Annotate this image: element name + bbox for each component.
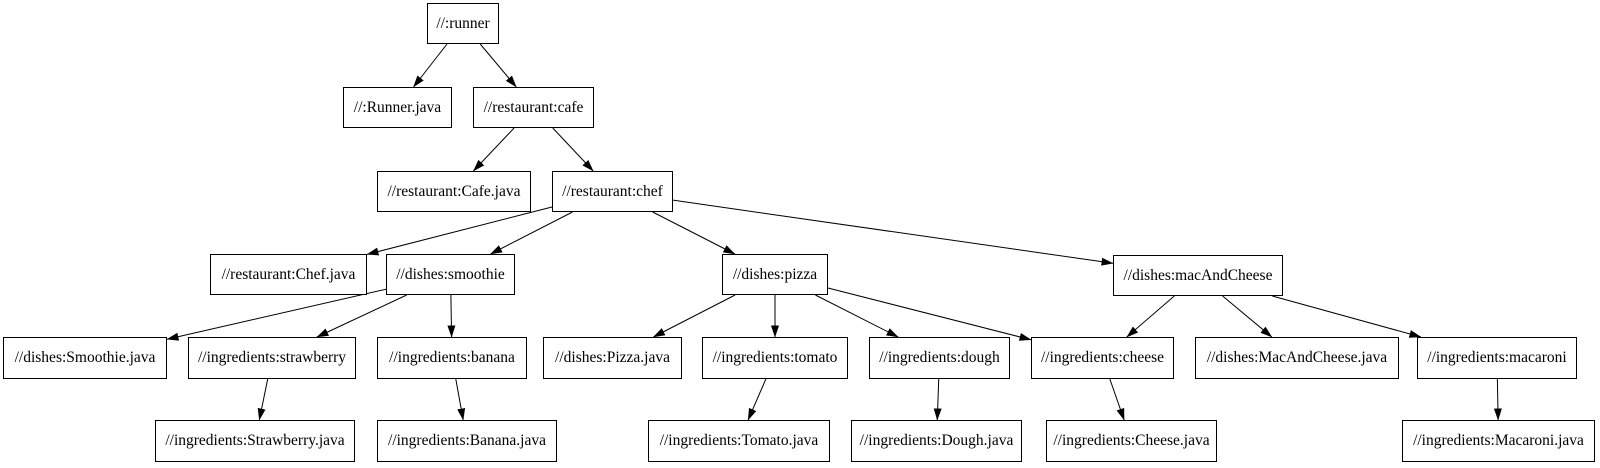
graph-node-label: //dishes:macAndCheese [1123, 266, 1273, 284]
graph-edge-chef-to-smoothie [490, 211, 573, 255]
graph-edge-chef-to-macandcheese [672, 199, 1114, 266]
graph-node-label: //ingredients:Strawberry.java [165, 432, 345, 450]
graph-node-label: //ingredients:Macaroni.java [1413, 432, 1584, 450]
graph-node-cheese_java: //ingredients:Cheese.java [1046, 420, 1217, 462]
graph-node-strawberry_java: //ingredients:Strawberry.java [155, 420, 355, 462]
graph-node-label: //dishes:smoothie [396, 265, 505, 283]
graph-edge-cafe-to-cafe_java [473, 127, 515, 172]
graph-node-cheese: //ingredients:cheese [1031, 337, 1174, 379]
graph-edge-runner-to-cafe [479, 43, 517, 88]
graph-edge-smoothie-to-banana [447, 294, 456, 338]
graph-edge-smoothie-to-strawberry [316, 294, 407, 338]
graph-node-label: //ingredients:dough [879, 349, 1000, 367]
graph-edge-cheese-to-cheese_java [1109, 378, 1125, 421]
graph-node-macaroni: //ingredients:macaroni [1417, 337, 1577, 379]
graph-node-strawberry: //ingredients:strawberry [188, 337, 356, 379]
graph-node-label: //restaurant:cafe [483, 98, 584, 116]
graph-node-banana_java: //ingredients:Banana.java [377, 420, 557, 462]
graph-node-label: //ingredients:Dough.java [859, 432, 1014, 450]
graph-edge-banana-to-banana_java [455, 378, 466, 421]
graph-edge-cafe-to-chef [552, 127, 594, 172]
graph-node-label: //dishes:pizza [732, 265, 818, 283]
graph-node-runner: //:runner [427, 3, 499, 44]
graph-node-banana: //ingredients:banana [377, 337, 527, 379]
graph-node-runner_java: //:Runner.java [343, 87, 452, 128]
graph-edge-strawberry-to-strawberry_java [257, 378, 269, 421]
graph-node-label: //ingredients:Banana.java [388, 432, 546, 450]
graph-edge-pizza-to-pizza_java [652, 294, 736, 338]
graph-edge-pizza-to-dough [815, 294, 899, 338]
graph-node-macandcheese: //dishes:macAndCheese [1113, 255, 1283, 296]
graph-edge-macandcheese-to-macandcheese_java [1222, 295, 1273, 338]
graph-node-pizza: //dishes:pizza [722, 254, 828, 295]
edge-group [166, 43, 1502, 421]
graph-node-label: //ingredients:cheese [1040, 349, 1165, 367]
graph-node-tomato_java: //ingredients:Tomato.java [648, 420, 830, 462]
graph-node-chef_java: //restaurant:Chef.java [210, 254, 367, 295]
graph-node-smoothie: //dishes:smoothie [386, 254, 515, 295]
graph-edge-chef-to-chef_java [366, 206, 553, 256]
graph-node-label: //dishes:MacAndCheese.java [1206, 349, 1388, 367]
graph-edge-smoothie-to-smoothie_java [166, 288, 387, 341]
graph-node-dough: //ingredients:dough [869, 337, 1010, 379]
graph-node-label: //ingredients:Cheese.java [1053, 432, 1210, 450]
graph-node-label: //ingredients:macaroni [1427, 349, 1567, 367]
graph-node-chef: //restaurant:chef [552, 171, 673, 212]
graph-edge-tomato-to-tomato_java [747, 378, 767, 421]
graph-node-smoothie_java: //dishes:Smoothie.java [3, 337, 167, 379]
graph-node-label: //ingredients:banana [389, 349, 515, 367]
graph-node-pizza_java: //dishes:Pizza.java [543, 337, 682, 379]
graph-node-cafe_java: //restaurant:Cafe.java [377, 171, 531, 212]
graph-edge-chef-to-pizza [652, 211, 736, 255]
graph-node-cafe: //restaurant:cafe [473, 87, 594, 128]
graph-edge-macaroni-to-macaroni_java [1493, 378, 1502, 421]
graph-edge-runner-to-runner_java [413, 43, 448, 88]
graph-edge-dough-to-dough_java [933, 378, 942, 421]
graph-node-label: //restaurant:Cafe.java [387, 182, 521, 200]
graph-edge-pizza-to-cheese [827, 287, 1032, 341]
graph-node-label: //dishes:Pizza.java [555, 349, 670, 367]
graph-edge-macandcheese-to-macaroni [1272, 295, 1422, 338]
graph-node-macaroni_java: //ingredients:Macaroni.java [1402, 420, 1595, 462]
graph-node-macandcheese_java: //dishes:MacAndCheese.java [1195, 337, 1399, 379]
graph-edge-macandcheese-to-cheese [1126, 295, 1175, 338]
graph-node-label: //restaurant:chef [562, 182, 663, 200]
graph-node-dough_java: //ingredients:Dough.java [851, 420, 1022, 462]
graph-node-label: //:runner [436, 14, 490, 32]
graph-node-label: //dishes:Smoothie.java [14, 349, 156, 367]
graph-node-label: //:Runner.java [353, 98, 442, 116]
graph-node-tomato: //ingredients:tomato [702, 337, 848, 379]
graph-node-label: //ingredients:Tomato.java [659, 432, 819, 450]
graph-node-label: //ingredients:tomato [712, 349, 838, 367]
graph-node-label: //restaurant:Chef.java [221, 265, 356, 283]
graph-node-label: //ingredients:strawberry [197, 349, 347, 367]
